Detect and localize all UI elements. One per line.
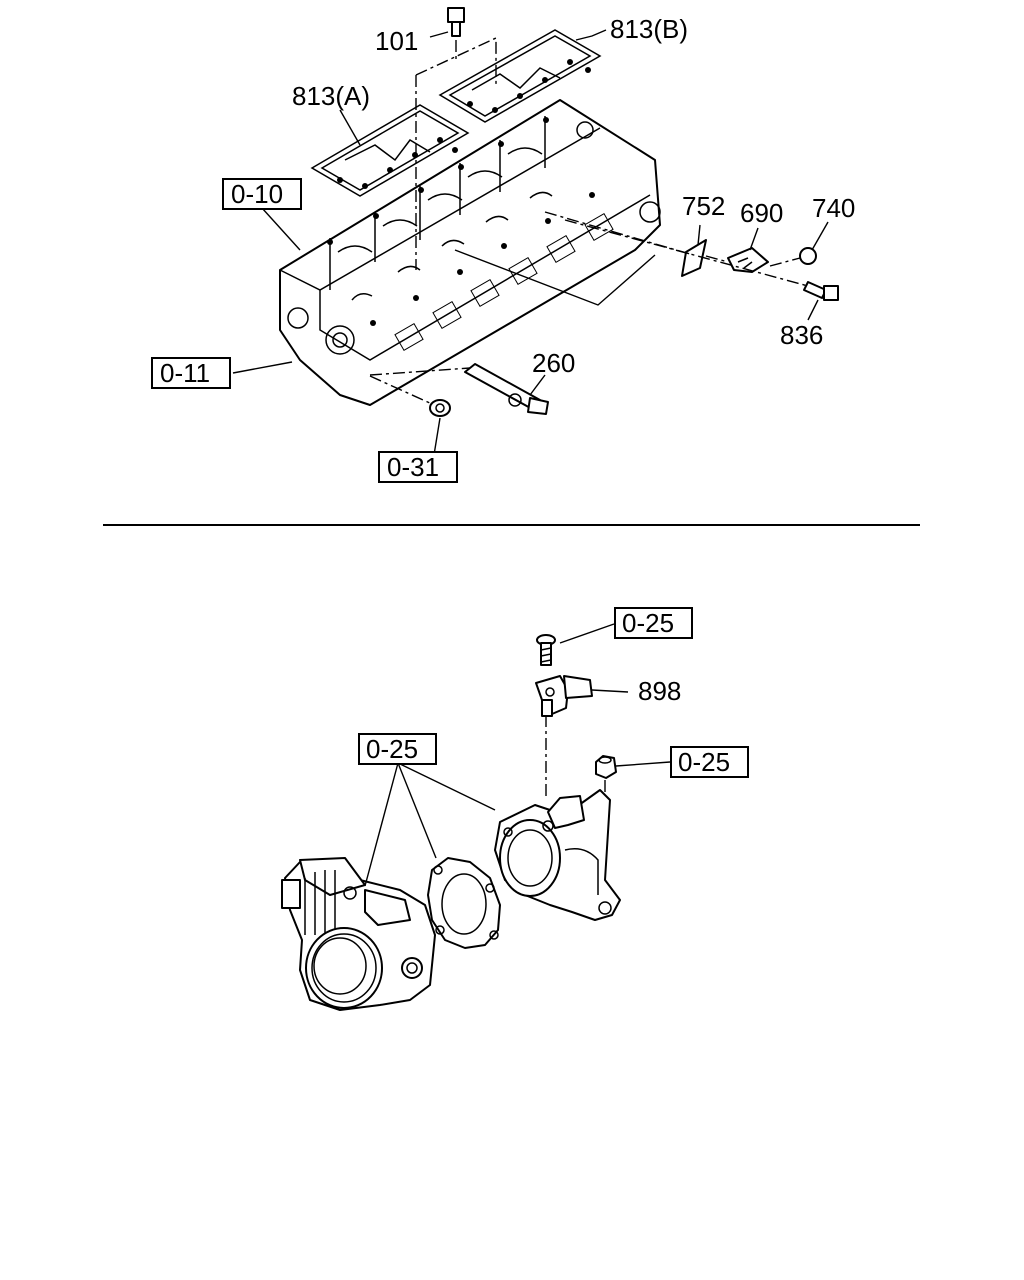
ref-box-0-11[interactable]: 0-11 [151,357,231,389]
throttle-body [281,857,436,1011]
label-836: 836 [780,320,823,350]
nut-0-25 [595,755,617,779]
ref-0-11[interactable]: 0-11 [160,358,210,388]
ref-0-25-bolt[interactable]: 0-25 [622,608,674,638]
sensor-bracket-group [544,211,839,301]
label-690: 690 [740,198,783,228]
leader-lines-top [232,29,829,456]
plug-0-31 [369,375,451,417]
sensor-260 [369,363,549,415]
ref-0-25-nut[interactable]: 0-25 [678,747,730,777]
gasket-813b [438,29,602,123]
sensor-898 [535,675,593,717]
ref-box-0-10[interactable]: 0-10 [222,178,302,210]
ref-0-10[interactable]: 0-10 [231,179,283,209]
label-740: 740 [812,193,855,223]
labels-top: 101 813(B) 813(A) 752 690 740 836 260 [292,14,855,378]
label-813b: 813(B) [610,14,688,44]
leader-lines-bottom [364,623,671,887]
label-813a: 813(A) [292,81,370,111]
ref-box-0-25-nut[interactable]: 0-25 [670,746,749,778]
label-101: 101 [375,26,418,56]
bolt-101 [415,7,497,270]
label-260: 260 [532,348,575,378]
intake-elbow [494,789,621,921]
ref-box-0-31[interactable]: 0-31 [378,451,458,483]
throttle-gasket [427,857,501,949]
ref-0-25-group[interactable]: 0-25 [366,734,418,764]
ref-box-0-25-bolt[interactable]: 0-25 [614,607,693,639]
label-752: 752 [682,191,725,221]
bolt-0-25 [536,634,556,666]
label-898: 898 [638,676,681,706]
cylinder-head-assembly [279,99,661,406]
ref-box-0-25-group[interactable]: 0-25 [358,733,437,765]
ref-0-31[interactable]: 0-31 [387,452,439,482]
